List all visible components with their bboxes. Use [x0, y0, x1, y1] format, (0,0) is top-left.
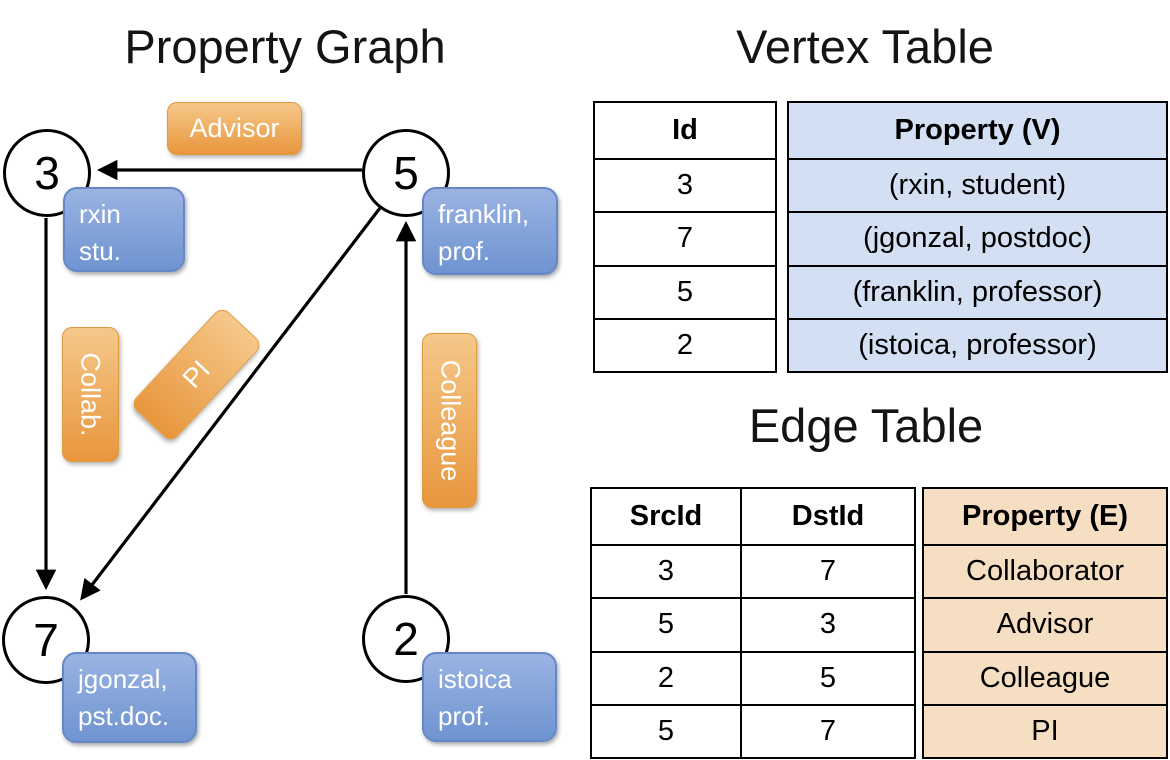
edge-table-header-dstid: DstId — [740, 489, 914, 544]
table-cell: 5 — [740, 652, 914, 704]
table-cell: (rxin, student) — [888, 169, 1067, 202]
table-cell: (jgonzal, postdoc) — [863, 222, 1092, 255]
table-row: Advisor — [924, 597, 1166, 650]
vertex-table-header-id: Id — [672, 114, 698, 146]
table-cell: 7 — [676, 222, 694, 255]
vertex-table-property-column: Property (V) (rxin, student) (jgonzal, p… — [787, 101, 1168, 373]
table-cell: Collaborator — [966, 555, 1124, 588]
table-cell: Advisor — [996, 608, 1094, 641]
vertex-property-box-5: franklin, prof. — [422, 187, 558, 275]
node-id: 5 — [393, 147, 419, 199]
table-cell: 3 — [740, 599, 914, 651]
edge-table-id-columns: SrcId DstId 3 7 5 3 2 5 5 7 — [590, 487, 916, 759]
vertex-property-line: stu. — [79, 236, 121, 266]
table-row: 2 — [595, 317, 775, 371]
table-cell: 5 — [676, 275, 694, 308]
vertex-property-line: prof. — [438, 701, 491, 731]
property-graph-title: Property Graph — [124, 20, 446, 73]
table-cell: (istoica, professor) — [858, 328, 1097, 361]
edge-label-text: PI — [176, 354, 216, 394]
edge-label-collab: Collab. — [62, 327, 119, 462]
node-id: 3 — [34, 147, 60, 199]
table-cell: 3 — [676, 169, 694, 202]
table-cell: 7 — [740, 705, 914, 757]
edge-label-text: Colleague — [435, 359, 465, 482]
graph-node-5: 5 — [362, 129, 450, 217]
table-row: 3 7 — [592, 544, 914, 598]
vertex-property-line: franklin, — [438, 199, 530, 229]
table-row: 5 — [595, 264, 775, 318]
table-row: 3 — [595, 158, 775, 211]
edge-label-text: Collab. — [76, 352, 107, 437]
edge-table-title: Edge Table — [748, 399, 984, 452]
table-row: Collaborator — [924, 544, 1166, 597]
table-row: 5 7 — [592, 703, 914, 757]
vertex-property-box-7: jgonzal, pst.doc. — [62, 652, 197, 743]
table-row: 7 — [595, 211, 775, 264]
table-cell: Colleague — [979, 661, 1111, 694]
vertex-property-line: jgonzal, — [78, 664, 168, 694]
vertex-property-line: prof. — [438, 236, 491, 266]
vertex-table-header-property: Property (V) — [894, 114, 1061, 146]
table-row: (istoica, professor) — [789, 317, 1166, 371]
edge-table-header-srcid: SrcId — [629, 500, 703, 532]
node-id: 7 — [33, 614, 59, 666]
table-row: 5 3 — [592, 597, 914, 651]
graph-node-3: 3 — [3, 129, 91, 217]
vertex-property-box-2: istoica prof. — [422, 652, 557, 742]
vertex-table-id-column: Id 3 7 5 2 — [593, 101, 777, 373]
vertex-property-line: pst.doc. — [78, 701, 170, 731]
table-row: 2 5 — [592, 650, 914, 704]
table-row: (jgonzal, postdoc) — [789, 211, 1166, 264]
table-cell: 2 — [657, 661, 675, 694]
edge-table-header-property: Property (E) — [962, 500, 1128, 532]
table-cell: (franklin, professor) — [852, 275, 1103, 308]
vertex-property-line: istoica — [438, 664, 512, 694]
edge-label-pi: PI — [129, 305, 264, 444]
vertex-property-box-3: rxin stu. — [63, 187, 185, 272]
table-cell: PI — [1031, 714, 1059, 747]
node-id: 2 — [393, 613, 419, 665]
table-cell: 2 — [676, 328, 694, 361]
table-row: PI — [924, 703, 1166, 757]
edge-label-text: Advisor — [189, 113, 280, 143]
edge-label-advisor: Advisor — [167, 102, 302, 155]
table-cell: 5 — [657, 714, 675, 747]
table-cell: 3 — [657, 555, 675, 588]
table-row: (rxin, student) — [789, 158, 1166, 211]
table-cell: 5 — [657, 608, 675, 641]
vertex-table-title: Vertex Table — [736, 20, 994, 73]
table-row: Colleague — [924, 650, 1166, 704]
table-cell: 7 — [740, 546, 914, 598]
edge-table-property-column: Property (E) Collaborator Advisor Collea… — [922, 487, 1168, 759]
edge-label-colleague: Colleague — [422, 333, 477, 508]
table-row: (franklin, professor) — [789, 264, 1166, 318]
vertex-property-line: rxin — [79, 199, 121, 229]
